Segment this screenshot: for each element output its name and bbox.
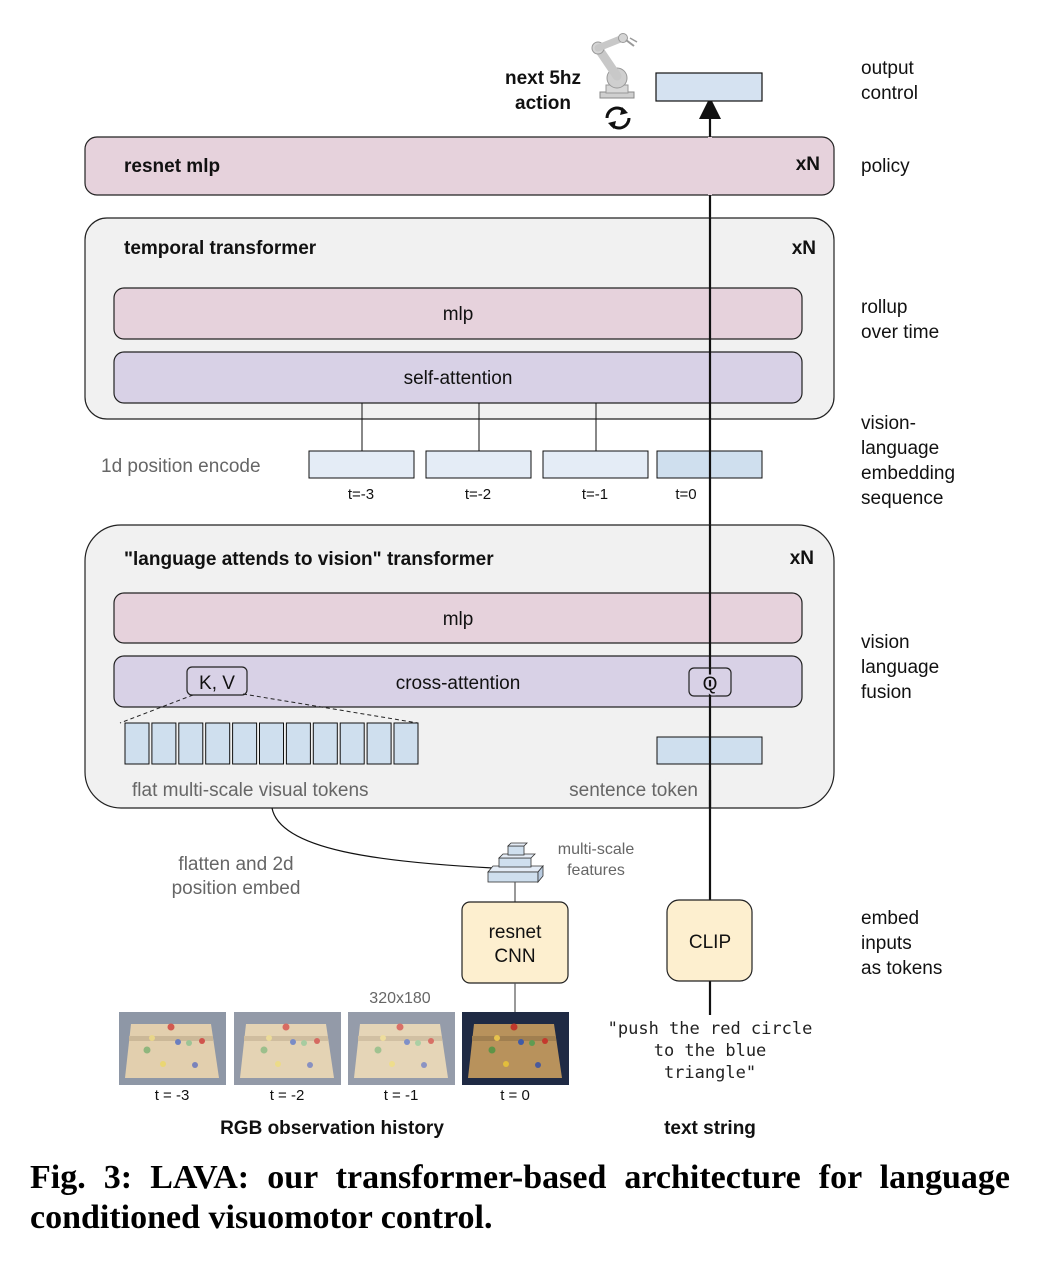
text-string-line3: triangle"	[664, 1063, 756, 1083]
fusion-mlp-block	[113, 592, 803, 644]
action-label-line1: next 5hz	[505, 68, 581, 89]
frame-label-t-1: t = -1	[384, 1087, 419, 1104]
frame-label-t-3: t = -3	[155, 1087, 190, 1104]
svg-text:language: language	[861, 438, 939, 459]
svg-text:vision-: vision-	[861, 413, 916, 434]
text-string-line1: "push the red circle	[608, 1019, 813, 1039]
side-label-output: output control	[861, 58, 918, 104]
multiscale-pyramid-icon	[487, 842, 544, 884]
time-label-t-2: t=-2	[465, 486, 491, 503]
flatten-label-line2: position embed	[172, 878, 301, 899]
frame-label-t-2: t = -2	[270, 1087, 305, 1104]
policy-title: resnet mlp	[124, 156, 220, 177]
svg-text:inputs: inputs	[861, 933, 912, 954]
kv-dashed-left	[119, 694, 194, 724]
cross-attention-block	[113, 655, 803, 708]
side-label-embedding: vision- language embedding sequence	[861, 413, 955, 509]
frame-label-t0: t = 0	[500, 1087, 530, 1104]
svg-text:language: language	[861, 657, 939, 678]
visual-tokens-group	[124, 722, 419, 765]
svg-text:fusion: fusion	[861, 682, 912, 703]
svg-text:output: output	[861, 58, 915, 79]
action-label-line2: action	[515, 93, 571, 114]
side-label-rollup: rollup over time	[861, 297, 939, 343]
multiscale-label-line1: multi-scale	[558, 841, 635, 858]
visual-token	[232, 722, 258, 765]
time-token-t-3	[308, 450, 415, 479]
time-token-t-2	[425, 450, 532, 479]
cnn-label-line2: CNN	[494, 946, 535, 967]
frame-t-2	[234, 1012, 341, 1085]
svg-text:vision: vision	[861, 632, 910, 653]
time-label-t0: t=0	[675, 486, 696, 503]
position-encode-label: 1d position encode	[101, 456, 261, 477]
time-label-t-3: t=-3	[348, 486, 374, 503]
svg-text:embedding: embedding	[861, 463, 955, 484]
svg-text:control: control	[861, 83, 918, 104]
frame-t0	[462, 1012, 569, 1085]
frame-t-1	[348, 1012, 455, 1085]
clip-label: CLIP	[689, 932, 731, 953]
kv-label: K, V	[199, 673, 235, 694]
clip-block	[666, 899, 753, 982]
output-control-token	[655, 72, 763, 102]
fusion-mlp-label: mlp	[443, 609, 474, 630]
architecture-diagram: next 5hz action resnet mlp xN temporal t…	[84, 33, 955, 1139]
flatten-curve	[271, 807, 494, 869]
self-attention-label: self-attention	[404, 368, 513, 389]
visual-token	[124, 722, 150, 765]
side-label-fusion: vision language fusion	[861, 632, 939, 703]
fusion-repeat: xN	[790, 548, 814, 569]
text-string-line2: to the blue	[654, 1041, 767, 1061]
robot-arm-icon	[591, 33, 638, 99]
visual-token	[393, 722, 419, 765]
temporal-repeat: xN	[792, 238, 816, 259]
side-label-embed: embed inputs as tokens	[861, 908, 942, 979]
cnn-label-line1: resnet	[489, 922, 543, 943]
kv-dashed-right	[242, 693, 419, 724]
fusion-title: "language attends to vision" transformer	[124, 549, 494, 570]
visual-token	[339, 722, 365, 765]
rgb-history-label: RGB observation history	[220, 1118, 444, 1139]
flatten-label-line1: flatten and 2d	[178, 854, 293, 875]
visual-token	[151, 722, 177, 765]
temporal-title: temporal transformer	[124, 238, 317, 259]
cross-attention-label: cross-attention	[396, 673, 521, 694]
frame-t-3	[119, 1012, 226, 1085]
figure-caption: Fig. 3: LAVA: our transformer-based arch…	[30, 1159, 1010, 1236]
visual-tokens-label: flat multi-scale visual tokens	[132, 780, 369, 801]
kv-box	[186, 666, 248, 696]
time-label-t-1: t=-1	[582, 486, 608, 503]
text-string-label: text string	[664, 1118, 756, 1139]
visual-token	[366, 722, 392, 765]
svg-text:as tokens: as tokens	[861, 958, 942, 979]
visual-token	[312, 722, 338, 765]
visual-token	[285, 722, 311, 765]
sentence-token-label: sentence token	[569, 780, 698, 801]
visual-token	[259, 722, 284, 765]
side-label-policy: policy	[861, 156, 910, 177]
policy-repeat: xN	[796, 154, 820, 175]
temporal-mlp-block	[113, 287, 803, 340]
svg-text:rollup: rollup	[861, 297, 907, 318]
visual-token	[205, 722, 231, 765]
self-attention-block	[113, 351, 803, 404]
q-label: Q	[703, 674, 718, 695]
svg-text:over time: over time	[861, 322, 939, 343]
svg-text:policy: policy	[861, 156, 910, 177]
time-token-t-1	[542, 450, 649, 479]
temporal-mlp-label: mlp	[443, 304, 474, 325]
resolution-label: 320x180	[369, 990, 430, 1007]
policy-block	[84, 136, 835, 196]
svg-text:sequence: sequence	[861, 488, 943, 509]
refresh-cycle-icon	[605, 106, 631, 130]
svg-text:embed: embed	[861, 908, 919, 929]
visual-token	[178, 722, 204, 765]
multiscale-label-line2: features	[567, 862, 625, 879]
